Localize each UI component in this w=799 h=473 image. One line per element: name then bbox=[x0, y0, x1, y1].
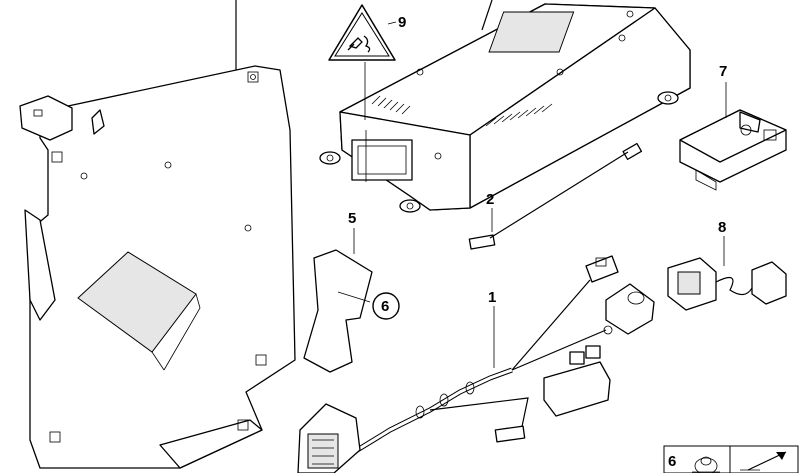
connector-cable-part-8: 8 bbox=[667, 219, 787, 311]
mounting-bracket bbox=[19, 0, 296, 469]
callout-6: 6 bbox=[381, 298, 389, 315]
cable-part-2: 2 bbox=[468, 142, 643, 250]
warning-label-part-9: 9 bbox=[328, 4, 406, 120]
callout-5: 5 bbox=[348, 210, 356, 227]
vent-grille-right bbox=[485, 103, 553, 127]
bluetooth-antenna-warning-icon bbox=[347, 35, 371, 53]
legend-box: 6 bbox=[663, 445, 799, 473]
callout-6-circle bbox=[372, 292, 400, 320]
wiring-harness-part-1: 1 bbox=[297, 255, 655, 473]
bluetooth-control-unit bbox=[319, 0, 691, 213]
callout-9: 9 bbox=[398, 14, 406, 31]
module-part-7: 7 bbox=[679, 63, 787, 191]
legend-callout-6: 6 bbox=[668, 453, 676, 470]
arrow-icon bbox=[740, 451, 787, 471]
vent-grille-left bbox=[371, 95, 411, 115]
callout-7: 7 bbox=[719, 63, 727, 80]
callout-1: 1 bbox=[488, 289, 496, 306]
control-unit-leader-line bbox=[481, 0, 493, 31]
callout-2: 2 bbox=[486, 191, 494, 208]
callout-8: 8 bbox=[718, 219, 726, 236]
adhesive-pad-part-5: 5 6 bbox=[303, 210, 400, 373]
legend-clip-icon bbox=[692, 456, 720, 473]
